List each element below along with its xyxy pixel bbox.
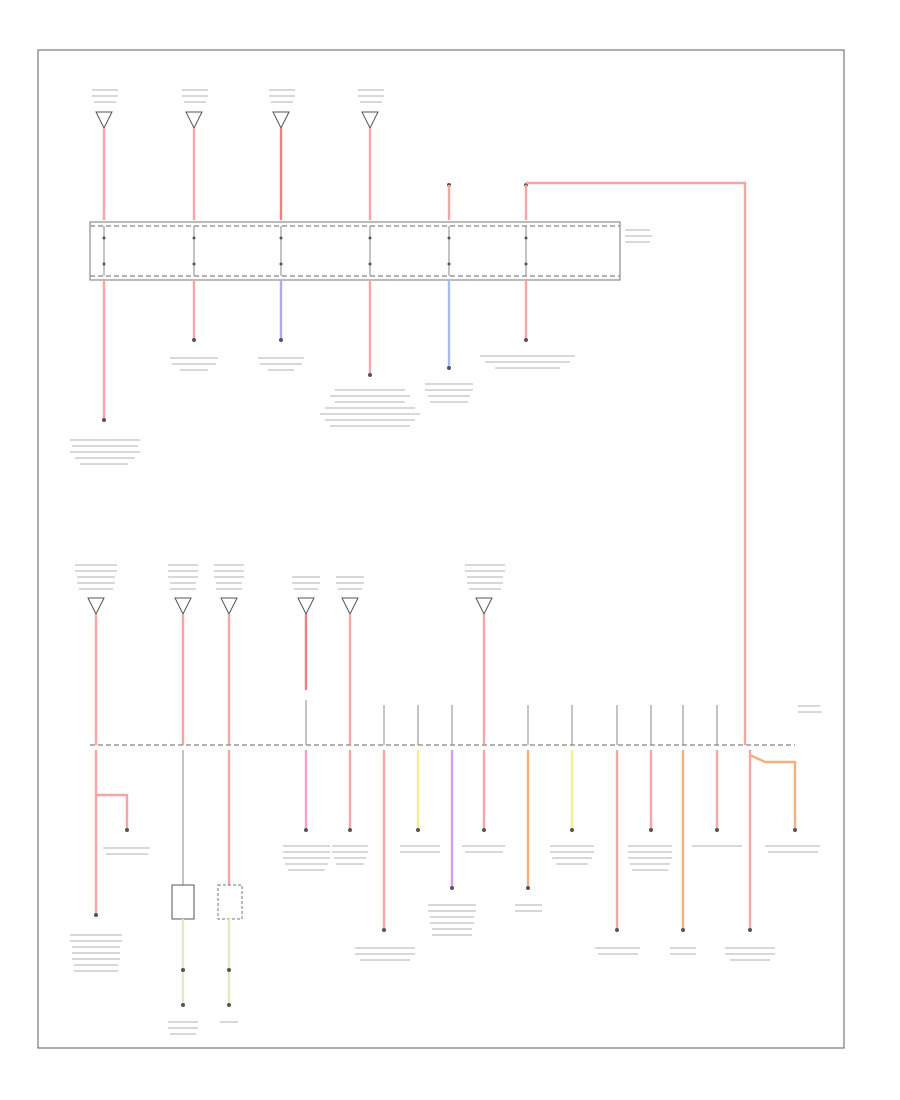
top-fuse-3 — [279, 226, 283, 276]
top-fuse-5 — [447, 226, 451, 276]
top-feed-6 — [524, 181, 747, 745]
bottom-switch-1 — [217, 884, 243, 920]
top-fuse-6 — [524, 226, 528, 276]
bottom-feed-5 — [341, 597, 359, 745]
top-feed-3 — [272, 111, 290, 220]
top-fuse-4 — [368, 226, 372, 276]
top-feed-1 — [95, 111, 113, 220]
illegible-label-marks — [70, 89, 822, 1035]
top-fuse-1 — [102, 226, 106, 276]
bottom-feed-3 — [220, 597, 238, 745]
top-feed-4 — [361, 111, 379, 220]
bottom-feed-2 — [174, 597, 192, 745]
diagram-frame — [37, 49, 845, 1049]
bottom-feed-4 — [297, 597, 315, 745]
top-fuse-box — [89, 221, 621, 281]
bottom-output-17 — [749, 753, 797, 830]
bottom-fuse-stubs — [383, 705, 718, 745]
bottom-feed-1 — [87, 597, 105, 745]
bottom-output-1-branch — [96, 793, 129, 830]
bottom-feed-6 — [475, 597, 493, 745]
bottom-relay-1 — [171, 884, 195, 920]
top-feed-2 — [185, 111, 203, 220]
top-feed-5 — [447, 183, 451, 220]
top-fuse-2 — [192, 226, 196, 276]
